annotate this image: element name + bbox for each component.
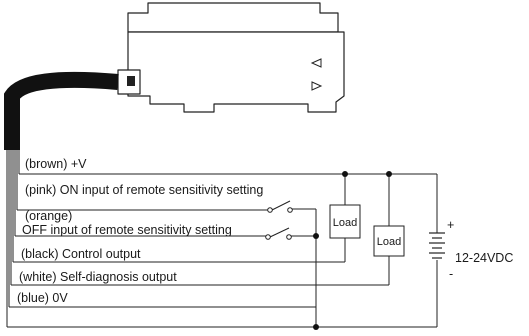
amplifier-device [117,2,345,113]
connector-icon [127,76,135,86]
power-supply: + - 12-24VDC [429,218,513,281]
load-2: Load [373,225,405,257]
supply-voltage: 12-24VDC [455,251,513,265]
label-brown: (brown) +V [25,157,87,171]
label-pink: (pink) ON input of remote sensitivity se… [25,183,263,197]
label-black: (black) Control output [21,247,141,261]
label-white: (white) Self-diagnosis output [19,270,177,284]
cable [4,71,119,150]
load-2-label: Load [377,236,401,248]
supply-plus: + [447,218,454,232]
supply-minus: - [449,267,453,281]
label-blue: (blue) 0V [17,291,68,305]
wire-labels: (brown) +V (pink) ON input of remote sen… [17,157,263,305]
label-orange: (orange) [25,209,72,223]
indicator-right-icon [311,81,323,91]
junction-dots [265,171,392,330]
indicator-left-icon [310,58,322,68]
load-1: Load [329,204,361,239]
circuit-wires [7,173,438,328]
label-orange-desc: OFF input of remote sensitivity setting [22,223,232,237]
wire-ends [6,150,20,327]
load-1-label: Load [333,217,357,229]
